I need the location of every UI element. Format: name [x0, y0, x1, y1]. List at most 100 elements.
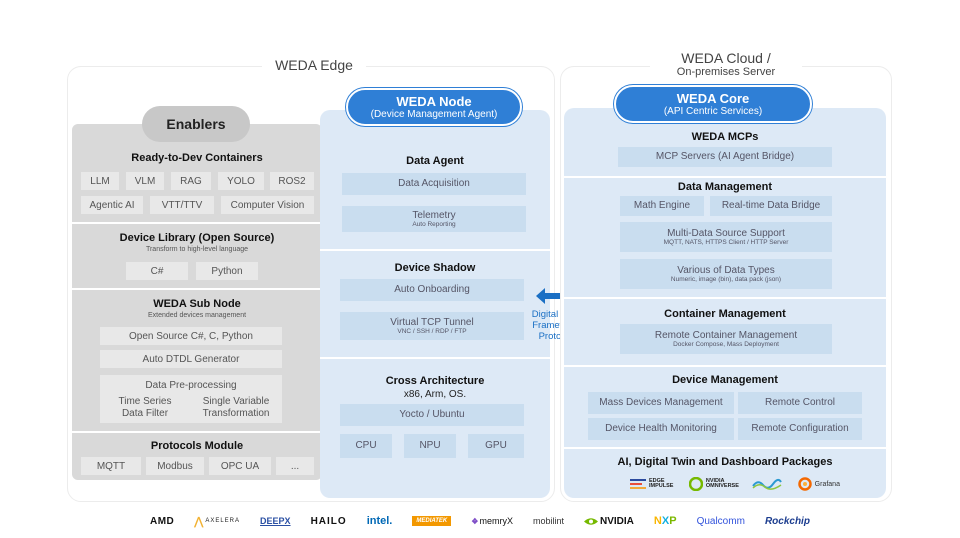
telemetry-label: Telemetry — [412, 209, 456, 221]
remote-container-management: Remote Container Management Docker Compo… — [620, 324, 832, 354]
hw-cpu: CPU — [340, 434, 392, 458]
container-management-title: Container Management — [664, 308, 786, 320]
partner-logos: AMD ⋀ AXELERA DEEPX HAILO intel. MEDIATE… — [150, 513, 810, 529]
auto-onboarding-label: Auto Onboarding — [394, 284, 470, 296]
edge-impulse-logo: EDGE IMPULSE — [630, 477, 674, 490]
math-engine: Math Engine — [620, 196, 704, 216]
multi-source-sub: MQTT, NATS, HTTPS Client / HTTP Server — [663, 239, 789, 247]
core-divider-4 — [564, 447, 886, 449]
vtcp-label: Virtual TCP Tunnel — [390, 316, 474, 328]
subnode-open-source: Open Source C#, C, Python — [100, 327, 282, 345]
preproc-title: Data Pre-processing — [145, 380, 237, 391]
node-divider-2 — [320, 357, 550, 359]
partner-memryx: ❖ memryX — [471, 516, 513, 526]
telemetry: Telemetry Auto Reporting — [342, 206, 526, 232]
partner-deepx: DEEPX — [260, 516, 291, 526]
hw-npu-label: NPU — [419, 440, 441, 452]
ready-item-llm: LLM — [81, 172, 119, 190]
nvidia-omniverse-label: NVIDIA OMNIVERSE — [705, 477, 739, 489]
partner-nxp: NXP — [653, 515, 677, 527]
protocol-mqtt: MQTT — [81, 457, 141, 475]
device-shadow-title: Device Shadow — [394, 262, 476, 274]
data-types: Various of Data Types Numeric, image (bi… — [620, 259, 832, 289]
edge-impulse-label: EDGE IMPULSE — [649, 477, 674, 489]
protocol-more: ... — [276, 457, 314, 475]
remote-configuration: Remote Configuration — [738, 418, 862, 440]
preproc-time-series: Time Series Data Filter — [118, 396, 172, 419]
protocol-opc-ua: OPC UA — [209, 457, 271, 475]
weda-cloud-title-box: WEDA Cloud / On-premises Server — [650, 50, 802, 78]
memryx-icon: ❖ — [471, 516, 479, 526]
device-management-title: Device Management — [672, 374, 778, 386]
hw-npu: NPU — [404, 434, 456, 458]
core-divider-3 — [564, 365, 886, 367]
multi-data-source: Multi-Data Source Support MQTT, NATS, HT… — [620, 222, 832, 252]
partner-axelera-label: AXELERA — [205, 518, 241, 524]
partner-axelera: ⋀ AXELERA — [194, 515, 240, 528]
axelera-icon: ⋀ — [194, 515, 204, 528]
data-management-title: Data Management — [677, 181, 773, 193]
weda-cloud-title: WEDA Cloud / — [681, 50, 771, 66]
enablers-divider-1 — [72, 222, 322, 224]
auto-onboarding: Auto Onboarding — [340, 279, 524, 301]
yocto-label: Yocto / Ubuntu — [399, 409, 465, 421]
hw-gpu: GPU — [468, 434, 524, 458]
devlib-item-python: Python — [196, 262, 258, 280]
devlib-item-csharp: C# — [126, 262, 188, 280]
core-divider-1 — [564, 176, 886, 178]
ready-item-rag: RAG — [171, 172, 211, 190]
wave-icon — [751, 478, 782, 490]
nvidia-eye-icon — [584, 517, 598, 525]
device-library-subtitle: Transform to high-level language — [145, 246, 249, 253]
remote-config-label: Remote Configuration — [751, 423, 849, 435]
weda-node-title: WEDA Node — [396, 94, 472, 109]
partner-hailo: HAILO — [310, 515, 347, 527]
nvidia-omniverse-logo: NVIDIA OMNIVERSE — [688, 477, 739, 491]
protocols-title: Protocols Module — [150, 440, 244, 452]
protocol-modbus: Modbus — [146, 457, 204, 475]
remote-control-label: Remote Control — [764, 397, 836, 409]
data-acquisition: Data Acquisition — [342, 173, 526, 195]
weda-node-subtitle: (Device Management Agent) — [370, 109, 498, 120]
subnode-auto-dtdl: Auto DTDL Generator — [100, 350, 282, 368]
partner-intel: intel. — [366, 515, 393, 527]
wave-logo — [751, 478, 782, 490]
data-acquisition-label: Data Acquisition — [398, 178, 470, 190]
omniverse-icon — [688, 477, 703, 491]
cross-arch-subtitle: x86, Arm, OS. — [403, 389, 467, 400]
preproc-box — [100, 375, 282, 423]
weda-node-header: WEDA Node (Device Management Agent) — [346, 88, 522, 126]
weda-edge-title: WEDA Edge — [262, 57, 366, 73]
edge-impulse-icon — [630, 479, 646, 489]
enablers-label: Enablers — [142, 106, 250, 142]
device-health-label: Device Health Monitoring — [605, 423, 717, 435]
weda-cloud-subtitle: On-premises Server — [676, 66, 776, 78]
multi-source-label: Multi-Data Source Support — [667, 227, 785, 239]
ready-item-agentic-ai: Agentic AI — [81, 196, 143, 214]
package-logos: EDGE IMPULSE NVIDIA OMNIVERSE Grafana — [630, 475, 840, 493]
partner-nvidia: NVIDIA — [584, 516, 634, 527]
double-arrow-icon — [536, 288, 576, 304]
virtual-tcp-tunnel: Virtual TCP Tunnel VNC / SSH / RDP / FTP — [340, 312, 524, 340]
packages-title: AI, Digital Twin and Dashboard Packages — [617, 456, 833, 468]
ready-item-vlm: VLM — [126, 172, 164, 190]
ready-item-ros2: ROS2 — [270, 172, 314, 190]
enablers-divider-3 — [72, 431, 322, 433]
data-agent-title: Data Agent — [406, 155, 464, 167]
grafana-icon — [797, 477, 812, 491]
enablers-divider-2 — [72, 288, 322, 290]
realtime-bridge-label: Real-time Data Bridge — [721, 200, 821, 212]
partner-amd: AMD — [150, 515, 175, 527]
preproc-single-variable: Single Variable Transformation — [202, 396, 270, 419]
grafana-logo: Grafana — [797, 477, 840, 491]
partner-qualcomm: Qualcomm — [696, 515, 745, 527]
device-library-title: Device Library (Open Source) — [119, 232, 275, 244]
math-engine-label: Math Engine — [633, 200, 691, 212]
device-health-monitoring: Device Health Monitoring — [588, 418, 734, 440]
partner-rockchip: Rockchip — [764, 515, 810, 527]
ready-item-yolo: YOLO — [218, 172, 264, 190]
partner-mobilint: mobilint — [532, 516, 564, 526]
sub-node-title: WEDA Sub Node — [153, 298, 241, 310]
node-divider-1 — [320, 249, 550, 251]
rcm-sub: Docker Compose, Mass Deployment — [673, 341, 779, 349]
